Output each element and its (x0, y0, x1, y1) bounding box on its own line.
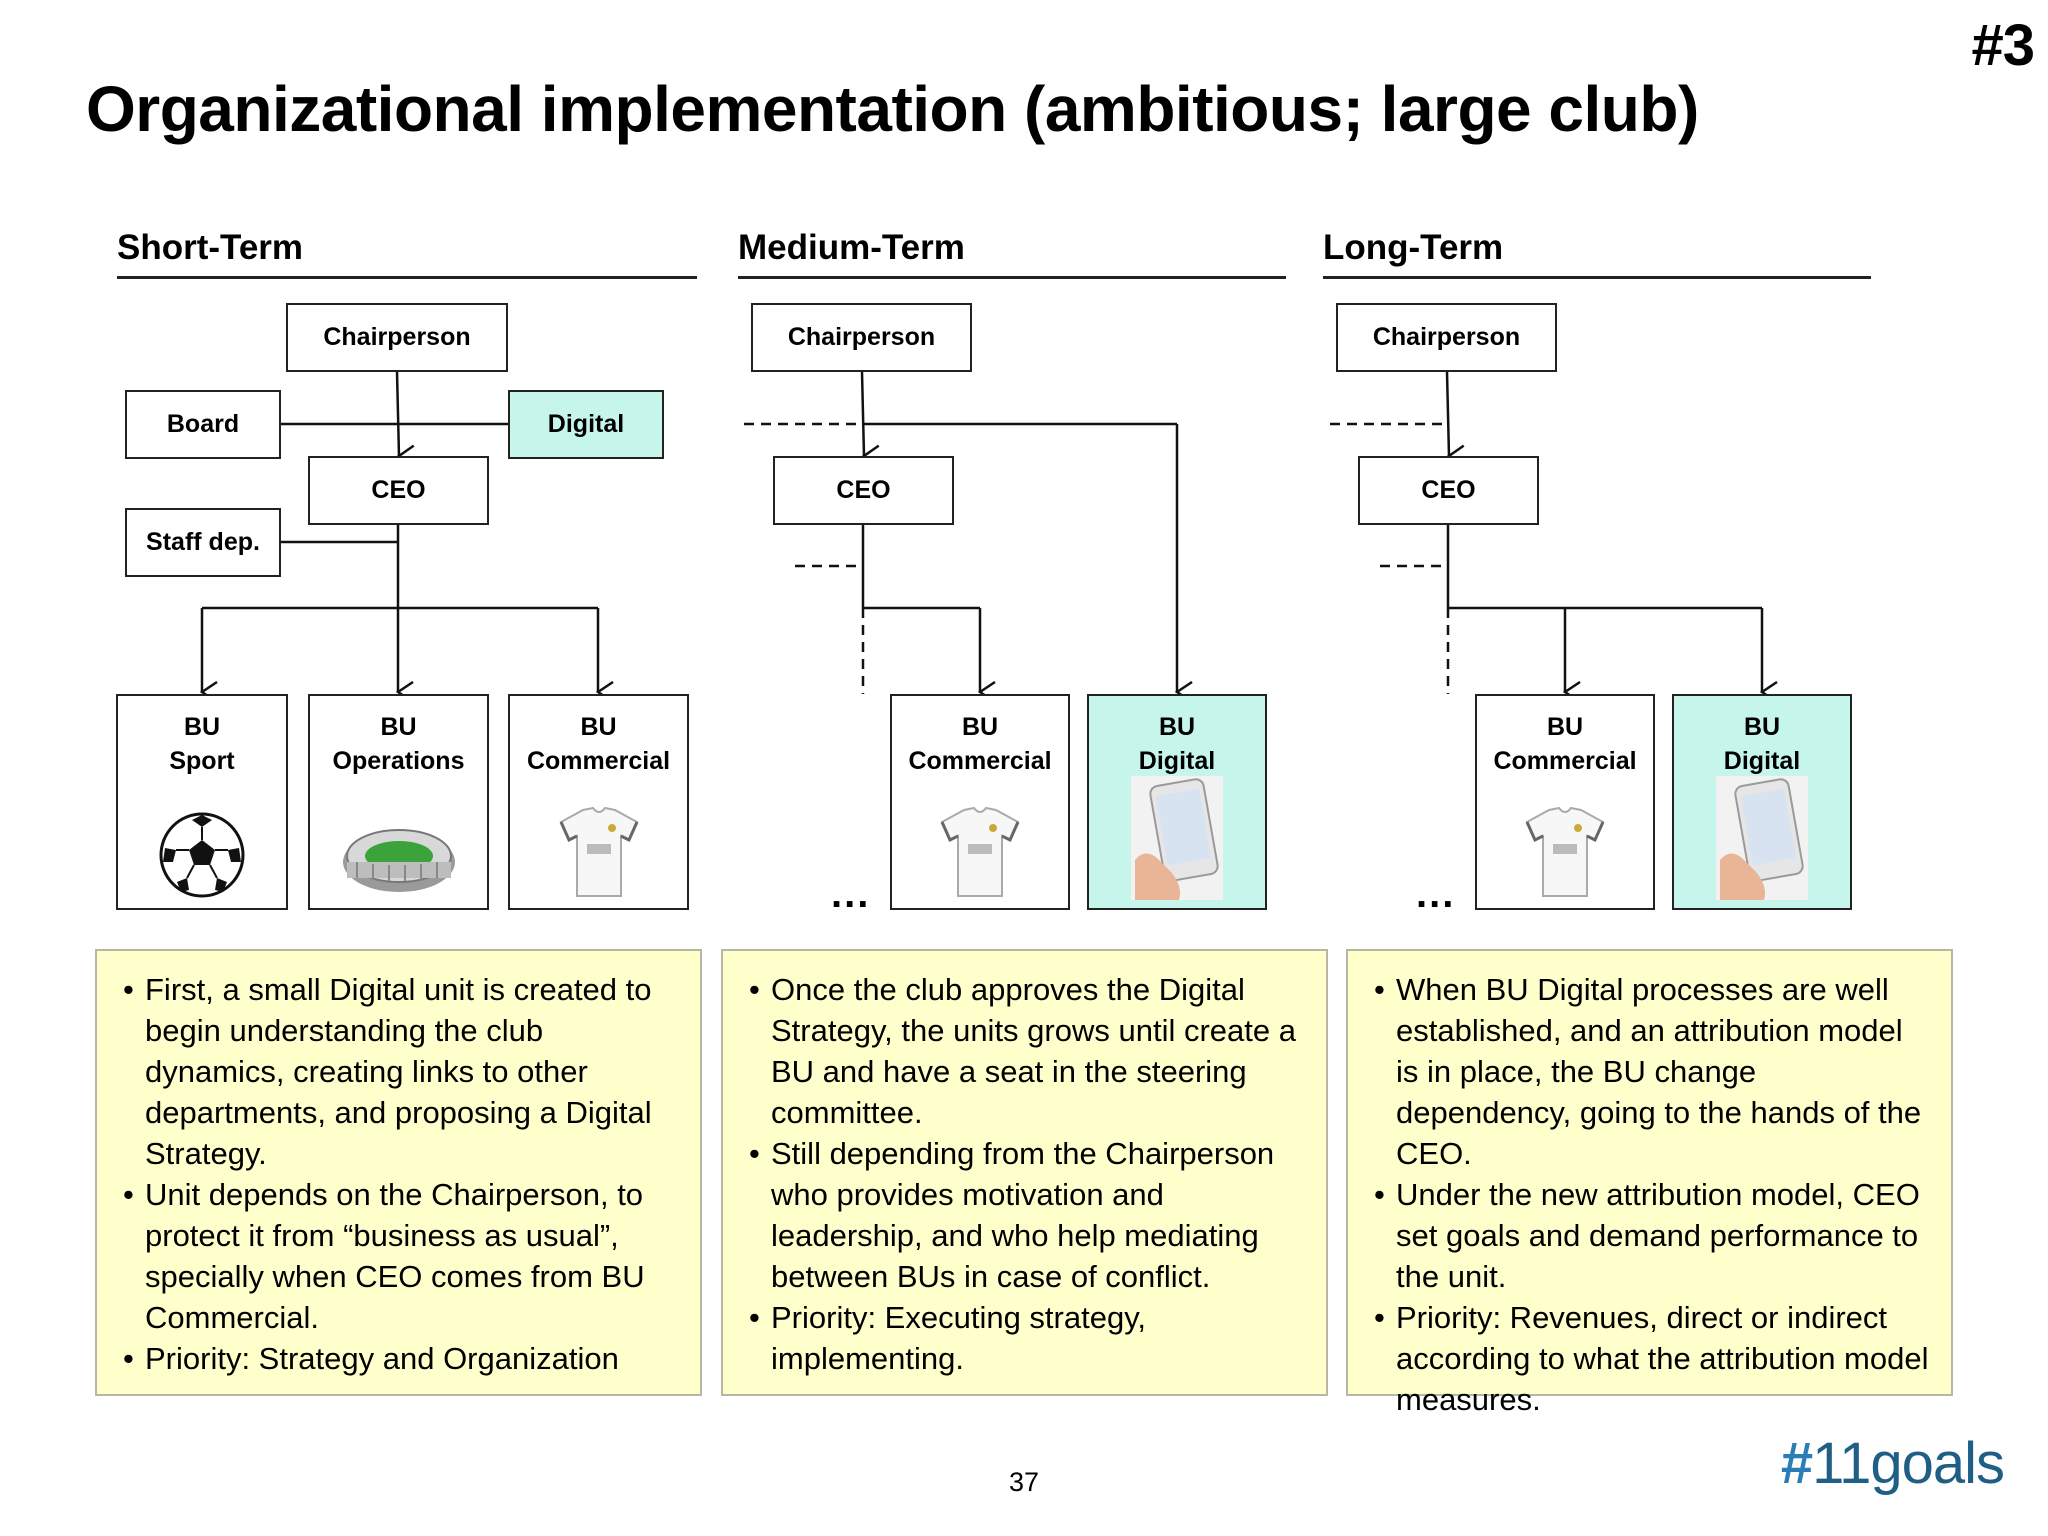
ellipsis: ... (831, 872, 871, 916)
chairperson-box: Chairperson (286, 303, 508, 372)
bu-commercial-box: BU Commercial (890, 694, 1070, 910)
note-bullet: Still depending from the Chairperson who… (749, 1133, 1306, 1297)
ceo-label: CEO (371, 476, 426, 504)
note-bullet: First, a small Digital unit is created t… (123, 969, 680, 1174)
bu-operations-box: BU Operations (308, 694, 489, 910)
bu-name: Operations (332, 747, 465, 775)
bu-commercial-box: BU Commercial (508, 694, 689, 910)
ceo-box: CEO (1358, 456, 1539, 525)
medium-term-header: Medium-Term (738, 228, 1286, 279)
smartphone-icon (1716, 776, 1808, 900)
ellipsis: ... (1416, 872, 1456, 916)
bu-label: BU (1546, 713, 1584, 741)
brand-logo: #11goals (1780, 1430, 2005, 1497)
ceo-label: CEO (836, 476, 891, 504)
brand-name: 11goals (1812, 1431, 2005, 1496)
bu-label: BU (380, 713, 417, 741)
bu-digital-box: BU Digital (1087, 694, 1267, 910)
stadium-icon (342, 829, 455, 892)
bu-commercial-box: BU Commercial (1475, 694, 1655, 910)
note-bullet: Priority: Revenues, direct or indirect a… (1374, 1297, 1931, 1420)
chairperson-label: Chairperson (323, 323, 471, 351)
note-bullet: Under the new attribution model, CEO set… (1374, 1174, 1931, 1297)
bu-label: BU (183, 713, 221, 741)
note-bullet: Once the club approves the Digital Strat… (749, 969, 1306, 1133)
page-number: 37 (1008, 1467, 1040, 1497)
chairperson-box: Chairperson (751, 303, 972, 372)
digital-label: Digital (547, 410, 625, 438)
short-term-header: Short-Term (117, 228, 697, 279)
bu-sport-box: BU Sport (116, 694, 288, 910)
medium-term-notes: Once the club approves the Digital Strat… (721, 949, 1328, 1396)
long-term-header: Long-Term (1323, 228, 1871, 279)
staff-dep-box: Staff dep. (125, 508, 281, 577)
chairperson-label: Chairperson (1372, 323, 1521, 351)
staff-dep-label: Staff dep. (146, 528, 260, 556)
bu-digital-box: BU Digital (1672, 694, 1852, 910)
ceo-box: CEO (773, 456, 954, 525)
note-bullet: When BU Digital processes are well estab… (1374, 969, 1931, 1174)
chairperson-box: Chairperson (1336, 303, 1557, 372)
bu-name: Digital (1138, 747, 1216, 775)
bu-name: Commercial (908, 747, 1052, 775)
digital-unit-box: Digital (508, 390, 664, 459)
short-term-notes: First, a small Digital unit is created t… (95, 949, 702, 1396)
bu-label: BU (1158, 713, 1196, 741)
board-box: Board (125, 390, 281, 459)
note-bullet: Priority: Strategy and Organization (123, 1338, 680, 1379)
jersey-icon (940, 806, 1020, 897)
jersey-icon (559, 806, 638, 897)
bu-name: Commercial (526, 747, 671, 775)
jersey-icon (1525, 806, 1605, 897)
note-bullet: Priority: Executing strategy, implementi… (749, 1297, 1306, 1379)
slide-title: Organizational implementation (ambitious… (86, 73, 1699, 145)
ceo-label: CEO (1421, 476, 1476, 504)
bu-name: Commercial (1493, 747, 1637, 775)
long-term-notes: When BU Digital processes are well estab… (1346, 949, 1953, 1417)
chairperson-label: Chairperson (787, 323, 936, 351)
ceo-box: CEO (308, 456, 489, 525)
bu-label: BU (961, 713, 999, 741)
bu-name: Sport (169, 747, 235, 775)
soccer-ball-icon (159, 812, 245, 898)
smartphone-icon (1131, 776, 1223, 900)
bu-label: BU (1743, 713, 1781, 741)
brand-hash: # (1780, 1431, 1813, 1496)
chair-to-ceo-arrow (395, 371, 399, 456)
bu-name: Digital (1723, 747, 1801, 775)
board-label: Board (166, 410, 240, 438)
note-bullet: Unit depends on the Chairperson, to prot… (123, 1174, 680, 1338)
bu-label: BU (580, 713, 617, 741)
slide-number: #3 (1971, 13, 2035, 78)
